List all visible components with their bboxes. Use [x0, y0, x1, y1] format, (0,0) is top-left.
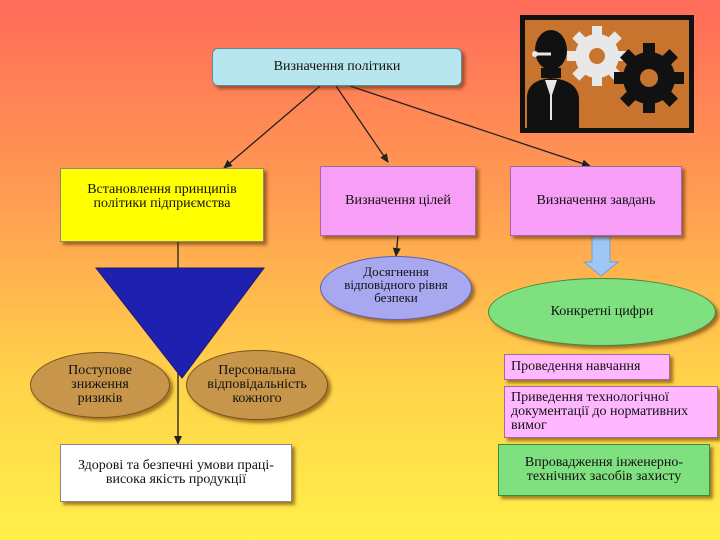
node-risk-reduction-label: Поступове зниження ризиків — [68, 363, 132, 406]
node-goals: Визначення цілей — [320, 166, 476, 236]
node-safety-level: Досягнення відповідного рівня безпеки — [320, 256, 472, 320]
node-engineering-label: Впровадження інженерно-технічних засобів… — [524, 455, 684, 484]
arrow-to-principles — [223, 85, 321, 169]
node-engineering: Впровадження інженерно-технічних засобів… — [498, 444, 710, 496]
node-tasks: Визначення завдань — [510, 166, 682, 236]
node-documentation-label: Приведення технологічної документації до… — [511, 390, 689, 433]
node-goals-label: Визначення цілей — [345, 193, 451, 208]
node-concrete-figures-label: Конкретні цифри — [550, 304, 654, 319]
triangle-shape — [94, 267, 265, 379]
node-outcome-label: Здорові та безпечні умови праці-висока я… — [78, 458, 274, 487]
node-safety-level-label: Досягнення відповідного рівня безпеки — [344, 264, 448, 305]
node-outcome: Здорові та безпечні умови праці-висока я… — [60, 444, 292, 502]
node-training: Проведення навчання — [504, 354, 670, 380]
arrow-to-tasks — [349, 85, 591, 168]
node-principles: Встановлення принципів політики підприєм… — [60, 168, 264, 242]
illustration-frame — [520, 15, 694, 133]
node-policy-definition-label: Визначення політики — [273, 59, 401, 74]
node-concrete-figures: Конкретні цифри — [488, 278, 716, 346]
businessman — [527, 30, 579, 128]
node-responsibility-label: Персональна відповідальність кожного — [207, 363, 307, 406]
node-risk-reduction: Поступове зниження ризиків — [30, 352, 170, 418]
businessman-gears-icon — [525, 20, 689, 128]
node-policy-definition: Визначення політики — [212, 48, 462, 86]
node-tasks-label: Визначення завдань — [536, 193, 656, 208]
node-principles-label: Встановлення принципів політики підприєм… — [87, 182, 237, 211]
node-documentation: Приведення технологічної документації до… — [504, 386, 718, 438]
down-block-arrow — [582, 235, 620, 277]
gear-black — [614, 43, 684, 113]
arrow-to-goals — [335, 85, 389, 163]
node-responsibility: Персональна відповідальність кожного — [186, 350, 328, 420]
arrow-to-safety-level — [392, 235, 401, 257]
node-training-label: Проведення навчання — [511, 359, 641, 374]
